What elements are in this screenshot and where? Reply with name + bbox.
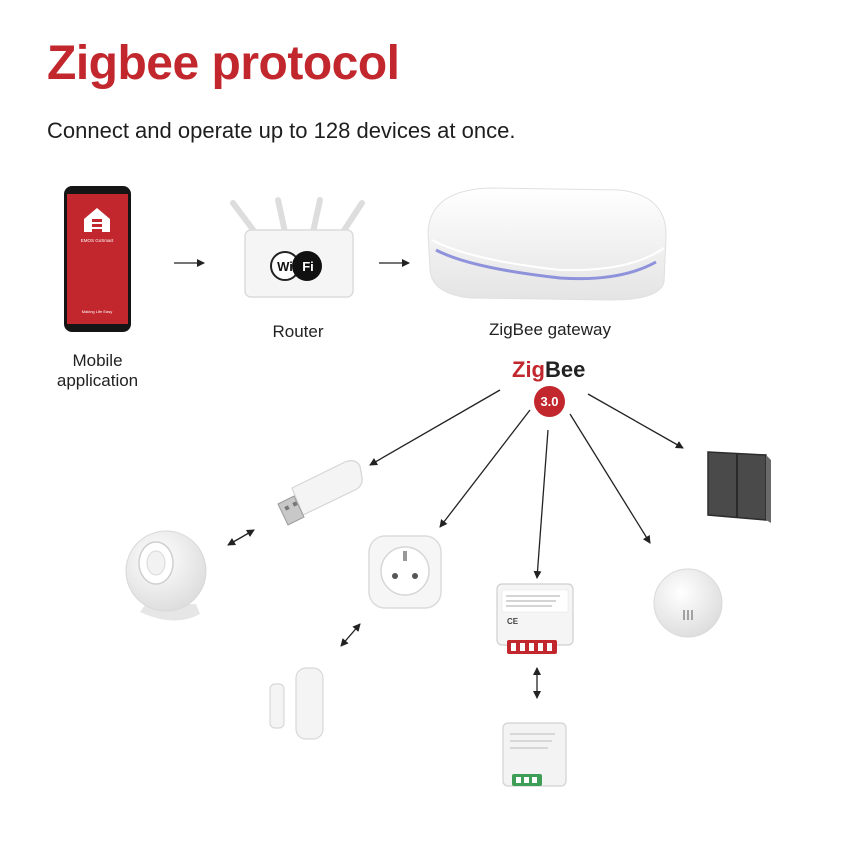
mini-relay-device xyxy=(502,722,567,787)
svg-text:CE: CE xyxy=(507,617,519,626)
gateway-label: ZigBee gateway xyxy=(489,320,611,339)
door-sensor-device xyxy=(269,667,324,740)
zigbee-logo-bee: Bee xyxy=(545,357,586,382)
phone-device: EMOS GoSmart Making Life Easy xyxy=(64,186,131,332)
smart-plug-device xyxy=(368,535,442,609)
zigbee-logo: ZigBee xyxy=(512,357,585,383)
zigbee-version-badge: 3.0 xyxy=(534,386,565,417)
zigbee-logo-zig: Zig xyxy=(512,357,545,382)
router-wi-text: Wi xyxy=(277,259,293,274)
siren-device xyxy=(653,568,723,638)
arrow-plug-door xyxy=(340,623,361,647)
router-label: Router xyxy=(272,322,324,341)
zigbee-arrows xyxy=(369,389,684,579)
usb-dongle-device xyxy=(277,460,363,526)
router-device: Wi Fi xyxy=(230,197,365,298)
page-subtitle: Connect and operate up to 128 devices at… xyxy=(47,118,516,143)
wireless-switch-device xyxy=(707,451,771,523)
page-title: Zigbee protocol xyxy=(47,37,400,90)
phone-app-name: EMOS GoSmart xyxy=(81,238,114,243)
mobile-app-label: Mobile application xyxy=(56,351,139,390)
arrow-dongle-motion xyxy=(227,529,255,546)
gateway-device xyxy=(427,187,667,301)
phone-tagline: Making Life Easy xyxy=(82,309,112,314)
router-fi-text: Fi xyxy=(302,259,314,274)
app-logo-icon xyxy=(84,208,110,232)
motion-sensor-device xyxy=(125,530,207,621)
relay-module-device: CE xyxy=(496,583,574,654)
